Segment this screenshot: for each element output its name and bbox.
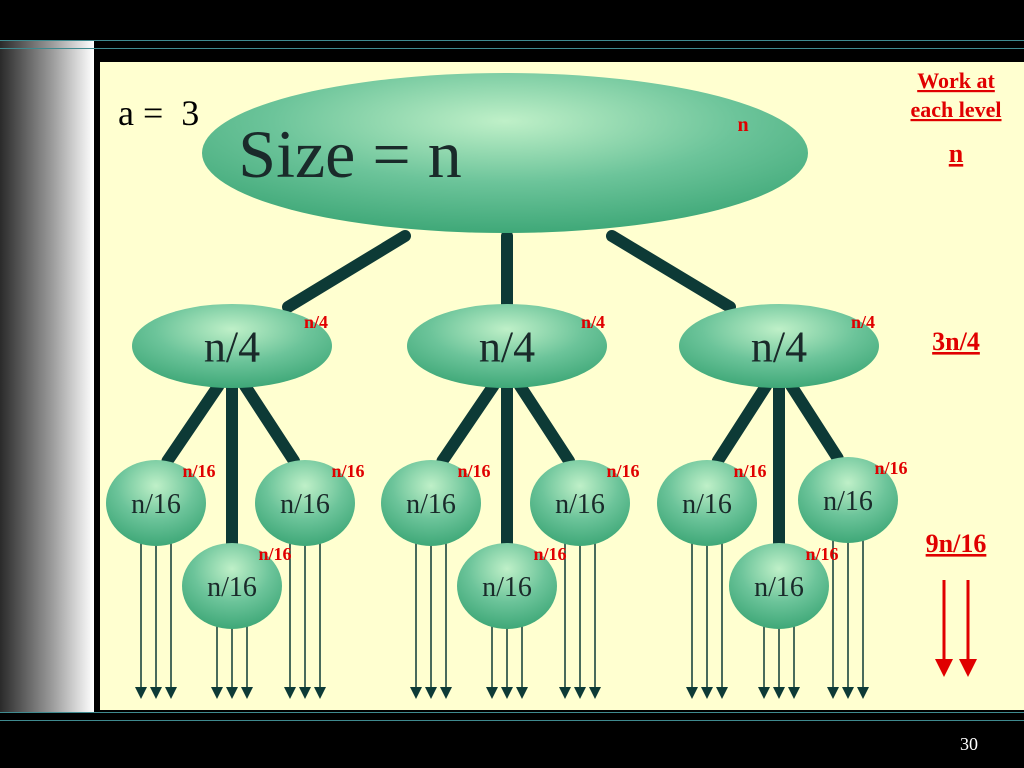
tree-node <box>132 304 332 388</box>
tree-edge <box>785 380 844 464</box>
work-header-line1: Work at <box>917 68 995 93</box>
node-label: n/16 <box>682 489 732 520</box>
tree-edge <box>282 230 411 313</box>
sidebar-gradient <box>0 0 94 768</box>
tree-node <box>202 73 808 233</box>
node-work-tag: n/4 <box>581 312 605 332</box>
node-label: n/4 <box>204 322 260 371</box>
node-label: Size = n <box>238 116 461 192</box>
tree-node <box>182 543 282 629</box>
node-label: n/16 <box>131 489 181 520</box>
tree-node <box>798 457 898 543</box>
tree-node <box>657 460 757 546</box>
top-rule-line-2 <box>0 48 1024 49</box>
node-work-tag: n/16 <box>606 461 639 481</box>
tree-node <box>729 543 829 629</box>
node-label: n/16 <box>406 489 456 520</box>
tree-edge <box>711 380 773 467</box>
node-work-tag: n/16 <box>874 458 907 478</box>
node-work-tag: n/16 <box>331 461 364 481</box>
node-work-tag: n/16 <box>533 544 566 564</box>
node-work-tag: n <box>737 114 748 136</box>
node-work-tag: n/16 <box>182 461 215 481</box>
node-label: n/16 <box>754 572 804 603</box>
node-label: n/16 <box>823 486 873 517</box>
node-label: n/4 <box>479 322 535 371</box>
tree-edge <box>514 380 576 467</box>
node-label: n/16 <box>482 572 532 603</box>
node-work-tag: n/16 <box>805 544 838 564</box>
branching-factor-label: a = 3 <box>118 93 200 133</box>
node-label: n/16 <box>280 489 330 520</box>
page-number: 30 <box>960 734 978 754</box>
tree-node <box>457 543 557 629</box>
tree-edge <box>161 380 225 467</box>
sidebar-bottom-band <box>0 712 94 768</box>
node-label: n/4 <box>751 322 807 371</box>
tree-node <box>679 304 879 388</box>
tree-node <box>106 460 206 546</box>
work-header-line2: each level <box>910 97 1001 122</box>
bottom-rule-line <box>0 712 1024 713</box>
level-work-value: 3n/4 <box>932 327 980 356</box>
level-work-value: n <box>949 139 964 168</box>
sidebar-top-band <box>0 0 94 40</box>
tree-node <box>255 460 355 546</box>
tree-node <box>530 460 630 546</box>
node-work-tag: n/16 <box>733 461 766 481</box>
top-rule-line <box>0 40 1024 41</box>
node-work-tag: n/4 <box>851 312 875 332</box>
node-work-tag: n/16 <box>457 461 490 481</box>
tree-node <box>407 304 607 388</box>
level-work-value: 9n/16 <box>926 529 987 558</box>
node-label: n/16 <box>207 572 257 603</box>
tree-node <box>381 460 481 546</box>
node-work-tag: n/4 <box>304 312 328 332</box>
node-work-tag: n/16 <box>258 544 291 564</box>
tree-edge <box>239 380 301 467</box>
tree-edge <box>436 380 500 467</box>
node-label: n/16 <box>555 489 605 520</box>
bottom-rule-line-2 <box>0 720 1024 721</box>
tree-edge <box>606 230 736 313</box>
